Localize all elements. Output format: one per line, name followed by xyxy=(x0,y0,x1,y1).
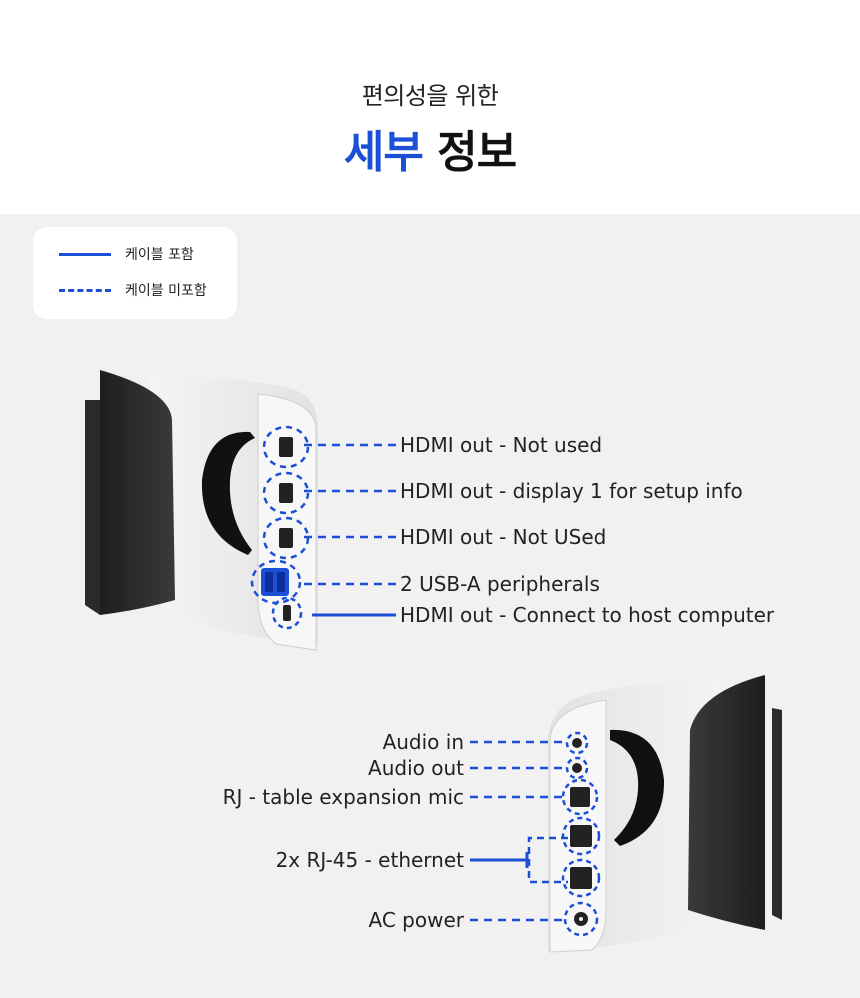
hdmi-port-icon xyxy=(279,528,293,548)
mini-hdmi-port-icon xyxy=(283,605,291,621)
port-label-ethernet: 2x RJ-45 - ethernet xyxy=(275,848,464,872)
cable-legend: 케이블 포함 케이블 미포함 xyxy=(33,227,237,319)
legend-item-not-included: 케이블 미포함 xyxy=(59,280,207,300)
top-device-image xyxy=(85,370,318,651)
ethernet-port-icon xyxy=(570,825,592,847)
hdmi-port-icon xyxy=(279,483,293,503)
bottom-leader-lines xyxy=(470,740,568,922)
port-label-hdmi-host: HDMI out - Connect to host computer xyxy=(400,603,775,627)
legend-item-included: 케이블 포함 xyxy=(59,244,194,264)
hdmi-port-icon xyxy=(279,437,293,457)
page-title-accent: 세부 xyxy=(343,127,424,178)
device-fabric xyxy=(688,675,765,930)
port-label-hdmi-2: HDMI out - display 1 for setup info xyxy=(400,479,743,503)
page-title: 세부 정보 xyxy=(0,116,860,180)
port-label-audio-in: Audio in xyxy=(382,730,464,754)
legend-not-included-label: 케이블 미포함 xyxy=(125,283,207,299)
device-back-panel xyxy=(85,400,100,615)
page-subtitle: 편의성을 위한 xyxy=(361,82,499,110)
legend-included-label: 케이블 포함 xyxy=(125,247,194,263)
device-handle xyxy=(201,431,255,555)
port-label-audio-out: Audio out xyxy=(368,756,464,780)
page-title-rest: 정보 xyxy=(437,127,517,178)
device-fabric xyxy=(100,370,175,615)
port-label-hdmi-1: HDMI out - Not used xyxy=(400,433,603,457)
device-back-panel xyxy=(772,708,782,920)
port-label-ac-power: AC power xyxy=(368,908,464,932)
top-leader-lines xyxy=(304,443,396,617)
rj-port-icon xyxy=(570,787,590,807)
port-label-hdmi-3: HDMI out - Not USed xyxy=(400,525,607,549)
port-label-rj-mic: RJ - table expansion mic xyxy=(222,785,464,809)
dashed-line-icon xyxy=(59,288,111,292)
device-handle xyxy=(610,729,665,846)
header: 편의성을 위한 세부 정보 xyxy=(0,0,860,214)
audio-out-jack-icon xyxy=(572,763,582,773)
port-label-usb: 2 USB-A peripherals xyxy=(400,572,600,596)
solid-line-icon xyxy=(59,252,111,256)
bottom-device-image xyxy=(548,675,782,953)
audio-in-jack-icon xyxy=(572,738,582,748)
ethernet-port-icon xyxy=(570,867,592,889)
